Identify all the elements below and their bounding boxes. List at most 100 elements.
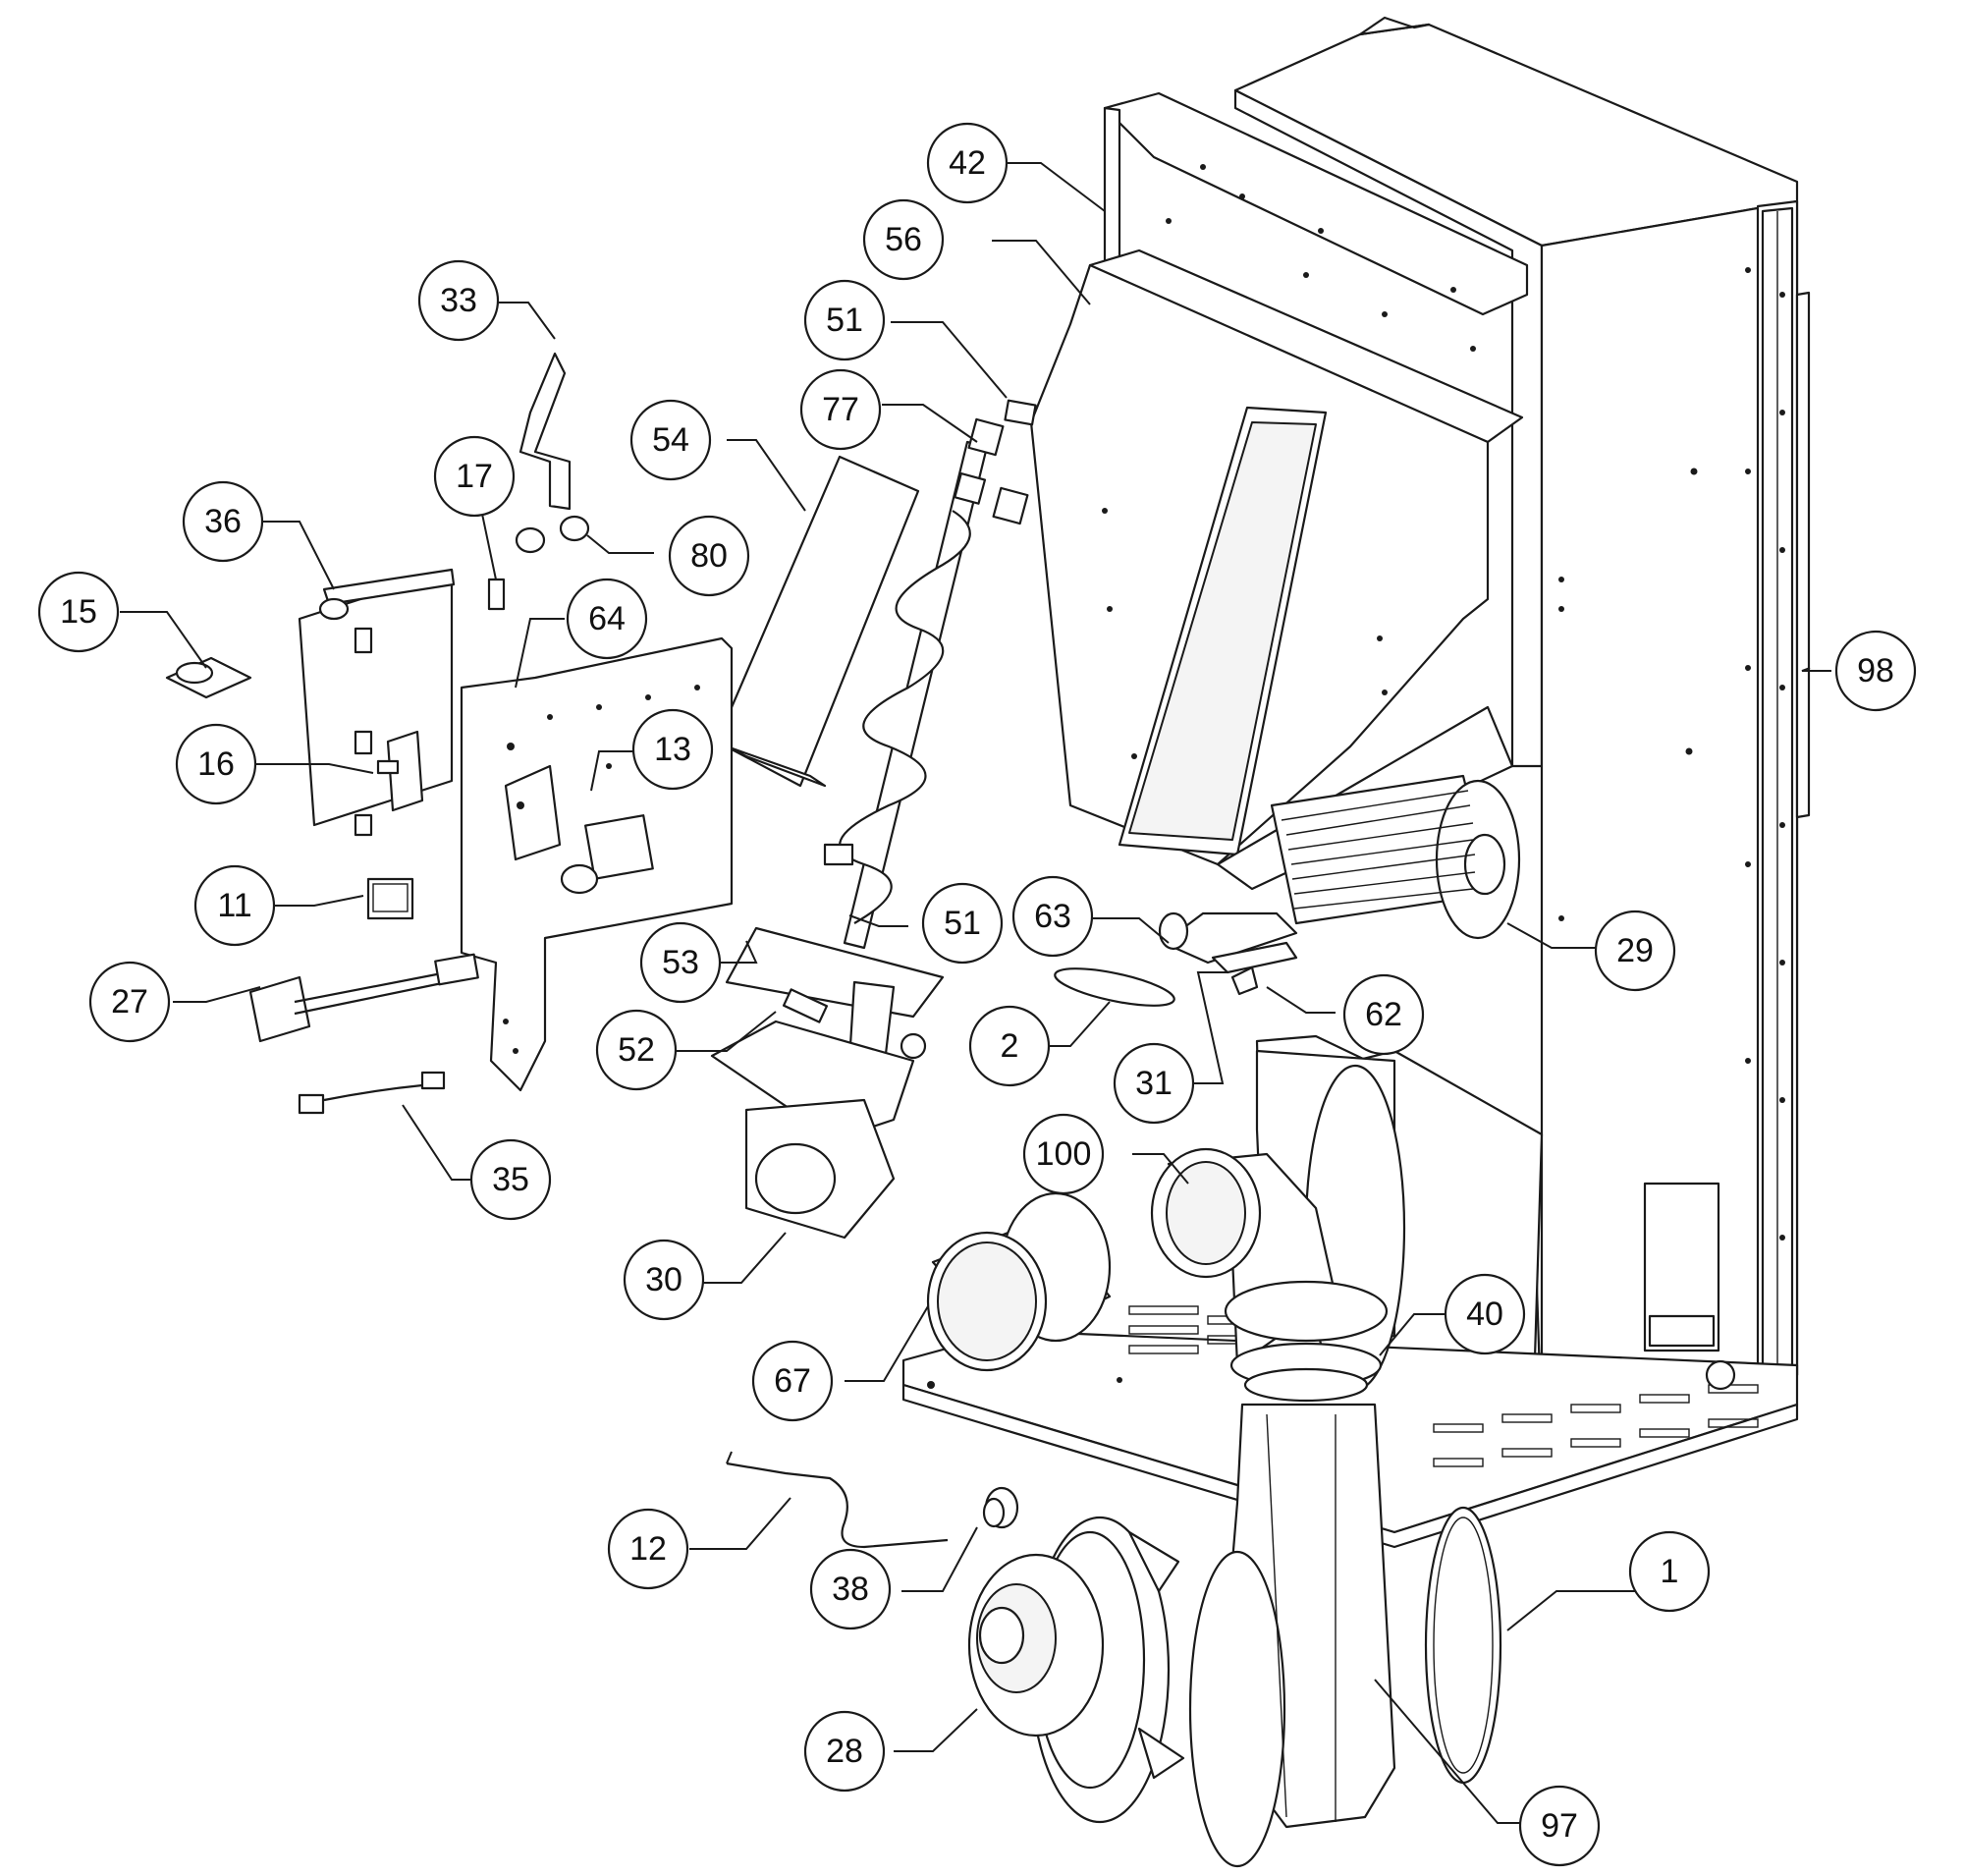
callout-label: 56 <box>885 221 922 258</box>
callout-circle <box>639 921 722 1004</box>
callout-c42: 42 <box>926 122 1009 204</box>
auger-assembly <box>715 399 1037 950</box>
callout-c77: 77 <box>799 368 882 451</box>
callout-circle <box>417 259 500 342</box>
callout-label: 15 <box>60 593 97 631</box>
callout-circle <box>751 1340 834 1422</box>
callout-circle <box>1113 1042 1195 1125</box>
thermal-bracket <box>518 352 572 511</box>
vent-pipe <box>926 1191 1112 1372</box>
callout-label: 52 <box>618 1031 655 1069</box>
callout-label: 80 <box>690 537 728 575</box>
callout-bubbles: 1211121315161727282930313335363840425151… <box>37 122 1917 1867</box>
callout-circle <box>803 279 886 361</box>
callout-circle <box>1594 910 1676 992</box>
callout-circle <box>433 435 516 518</box>
callout-label: 27 <box>111 983 148 1021</box>
callout-label: 42 <box>949 144 986 182</box>
callout-c36: 36 <box>182 480 264 563</box>
callout-circle <box>182 480 264 563</box>
exhaust-assembly <box>1150 1049 1406 1868</box>
callout-circle <box>1342 973 1425 1056</box>
grommet <box>982 1486 1019 1529</box>
callout-label: 38 <box>832 1571 869 1608</box>
callout-c80: 80 <box>668 515 750 597</box>
callout-label: 31 <box>1135 1065 1173 1102</box>
callout-c1: 1 <box>1628 1530 1711 1613</box>
callout-circle <box>88 961 171 1043</box>
cabinet-frame <box>901 16 1811 1549</box>
callout-circle <box>926 122 1009 204</box>
callout-c64: 64 <box>566 578 648 660</box>
callout-circle <box>193 864 276 947</box>
callout-label: 33 <box>440 282 477 319</box>
callout-c15: 15 <box>37 571 120 653</box>
callout-circle <box>1011 875 1094 958</box>
power-inlet-cord <box>248 953 479 1043</box>
callout-c27: 27 <box>88 961 171 1043</box>
callout-label: 30 <box>645 1261 682 1298</box>
igniter-element <box>726 1462 949 1549</box>
callout-c53: 53 <box>639 921 722 1004</box>
rocker-switch <box>366 877 414 920</box>
rivet-left <box>515 526 546 554</box>
callout-circle <box>1628 1530 1711 1613</box>
auger-motor-assembly <box>710 926 945 1240</box>
callout-circle <box>921 882 1004 965</box>
gasket-ring <box>1424 1506 1502 1785</box>
callout-label: 12 <box>629 1530 667 1568</box>
callout-circle <box>1022 1113 1105 1195</box>
callout-circle <box>803 1710 886 1793</box>
callout-label: 63 <box>1034 898 1071 935</box>
callout-label: 40 <box>1466 1296 1503 1333</box>
callout-label: 53 <box>662 944 699 981</box>
callout-c13: 13 <box>631 708 714 791</box>
callout-label: 1 <box>1661 1553 1679 1590</box>
callout-c11: 11 <box>193 864 276 947</box>
callout-c17: 17 <box>433 435 516 518</box>
callout-circle <box>1444 1273 1526 1355</box>
callout-circle <box>629 399 712 481</box>
callout-circle <box>1834 630 1917 712</box>
callout-label: 77 <box>822 391 859 428</box>
standoff <box>487 578 506 611</box>
callout-c16: 16 <box>175 723 257 805</box>
callout-label: 17 <box>456 458 493 495</box>
callout-label: 2 <box>1001 1027 1019 1065</box>
callout-c28: 28 <box>803 1710 886 1793</box>
callout-c33: 33 <box>417 259 500 342</box>
callout-label: 16 <box>197 745 235 783</box>
burn-pot-cylinder <box>1270 774 1521 940</box>
callout-c67: 67 <box>751 1340 834 1422</box>
callout-label: 64 <box>588 600 626 637</box>
callout-circle <box>469 1138 552 1221</box>
callout-label: 11 <box>217 887 251 924</box>
callout-label: 13 <box>654 731 691 768</box>
callout-label: 36 <box>204 503 242 540</box>
callout-circle <box>668 515 750 597</box>
callout-circle <box>623 1239 705 1321</box>
callout-circle <box>566 578 648 660</box>
callout-c100: 100 <box>1022 1113 1105 1195</box>
callout-c54: 54 <box>629 399 712 481</box>
callout-circle <box>595 1009 678 1091</box>
callout-circle <box>799 368 882 451</box>
callout-label: 98 <box>1857 652 1894 690</box>
control-bracket <box>460 636 734 1092</box>
callout-label: 54 <box>652 421 689 459</box>
callout-c30: 30 <box>623 1239 705 1321</box>
callout-circle <box>37 571 120 653</box>
callout-c56: 56 <box>862 198 945 281</box>
callout-label: 51 <box>826 302 863 339</box>
callout-c51b: 51 <box>921 882 1004 965</box>
callout-circle <box>809 1548 892 1630</box>
callout-label: 67 <box>774 1362 811 1400</box>
callout-c97: 97 <box>1518 1785 1601 1867</box>
callout-c63: 63 <box>1011 875 1094 958</box>
callout-circle <box>968 1005 1051 1087</box>
callout-label: 35 <box>492 1161 529 1198</box>
sensor-board <box>165 656 252 699</box>
callout-label: 100 <box>1036 1135 1092 1173</box>
